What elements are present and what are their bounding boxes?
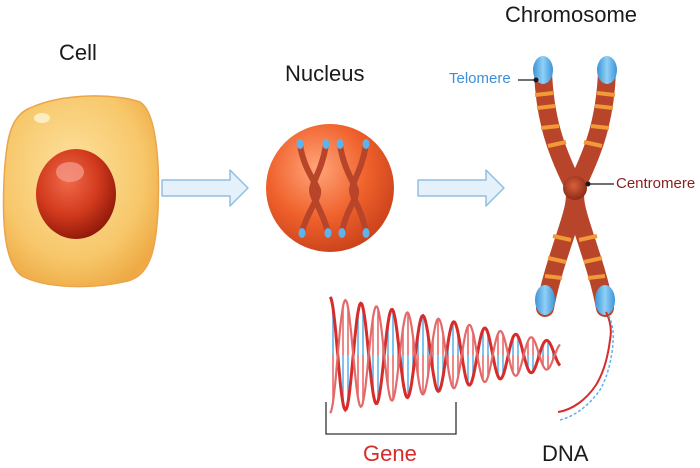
telomere-cap-top-right xyxy=(597,56,617,84)
centromere-knot xyxy=(563,176,587,200)
cell-label: Cell xyxy=(59,40,97,65)
arrow-cell-to-nucleus xyxy=(161,169,249,207)
telomere-cap-top-left xyxy=(533,56,553,84)
nucleus-label: Nucleus xyxy=(285,61,365,86)
telomere-cap-bottom-right xyxy=(595,285,615,315)
dna-tail-coil xyxy=(557,311,612,413)
gene-label: Gene xyxy=(363,441,417,466)
dna-tail-coil-back xyxy=(559,313,614,421)
gene-bracket xyxy=(325,402,457,435)
dna-strand-back xyxy=(329,298,561,414)
chromosome-illustration xyxy=(533,56,617,317)
arrow-nucleus-to-chromosome xyxy=(417,169,505,207)
telomere-pointer-dot xyxy=(533,77,539,83)
nucleus-chromosome-left xyxy=(296,139,332,238)
cell-illustration xyxy=(2,95,160,288)
telomere-label: Telomere xyxy=(449,70,511,87)
centromere-label: Centromere xyxy=(616,175,696,192)
nucleus-chromosome-right xyxy=(336,139,370,238)
centromere-pointer-dot xyxy=(585,181,591,187)
cell-nucleolus xyxy=(56,162,84,182)
chromosome-bands-right xyxy=(578,91,616,280)
nucleus-illustration xyxy=(266,124,394,252)
dna-helix xyxy=(328,296,614,421)
chromosome-bands-left xyxy=(534,91,572,280)
cell-highlight xyxy=(34,113,50,123)
telomere-cap-bottom-left xyxy=(535,285,555,315)
dna-label: DNA xyxy=(542,441,589,466)
chromosome-label: Chromosome xyxy=(505,2,638,27)
cell-nucleus xyxy=(36,149,116,239)
